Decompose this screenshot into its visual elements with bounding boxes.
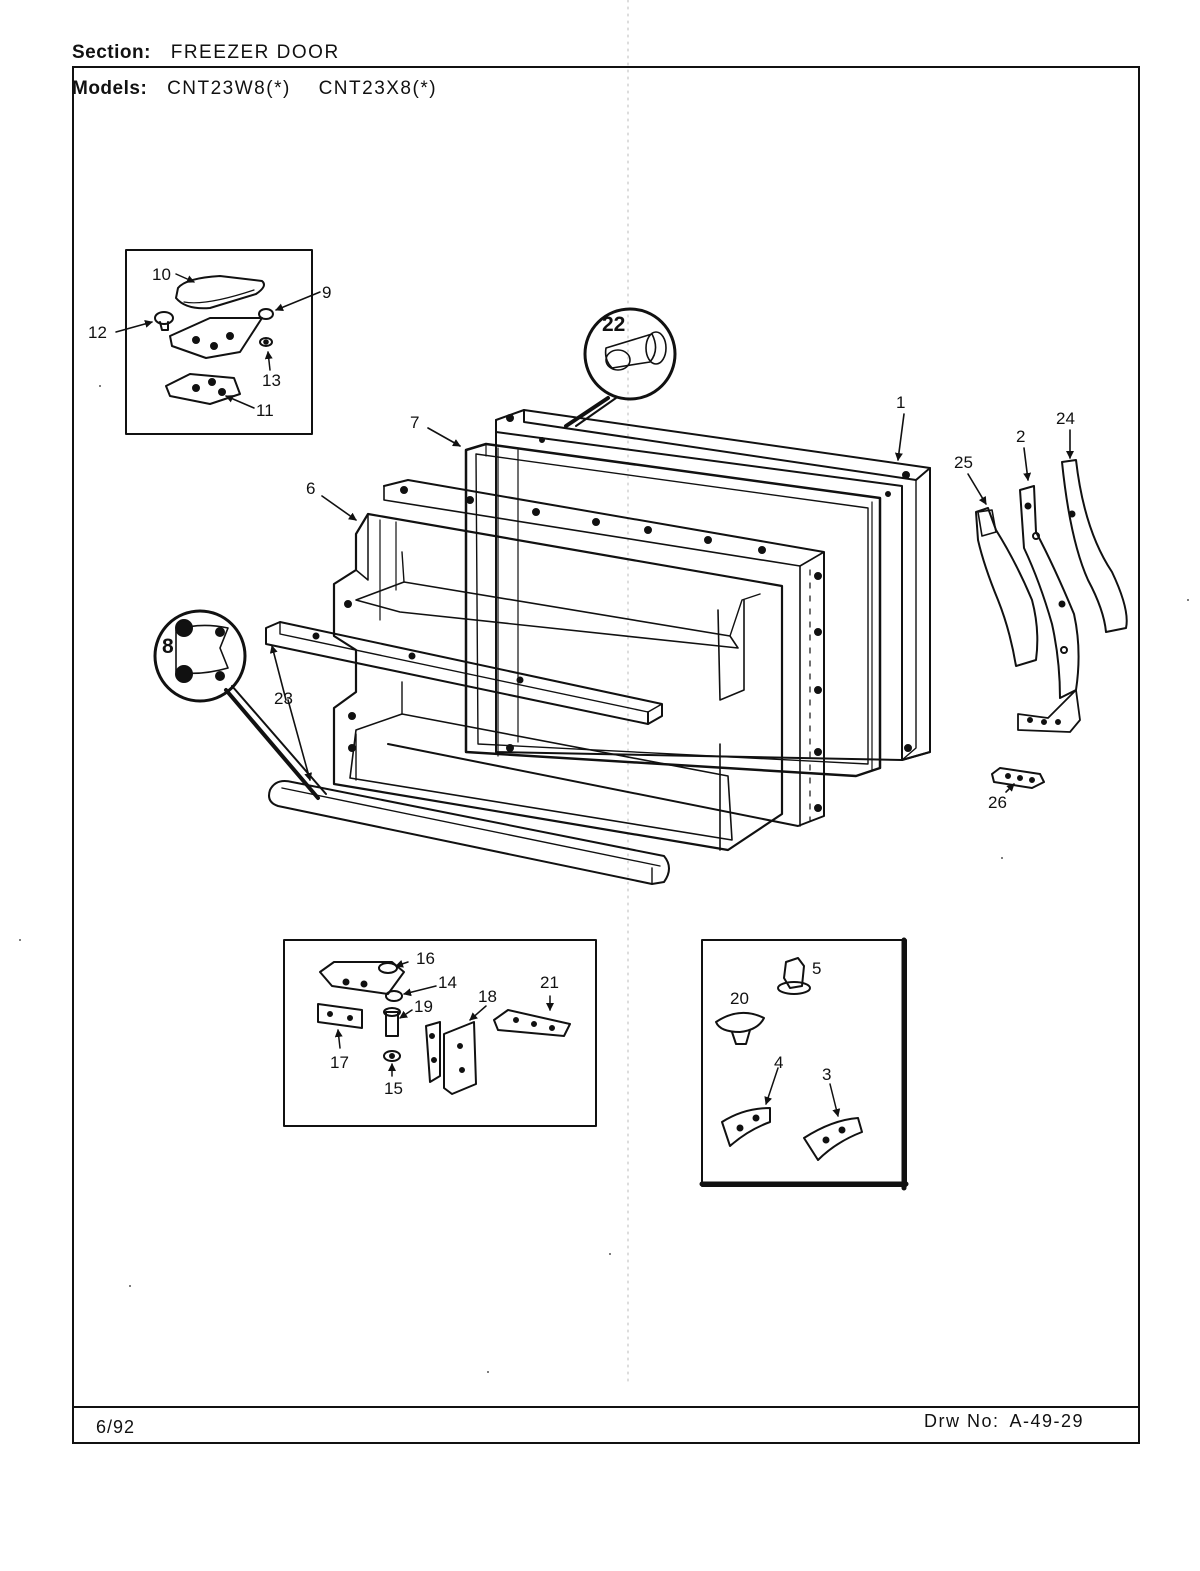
clip-part-4 (721, 1107, 771, 1147)
stud-part-5 (783, 957, 805, 989)
models-label: Models: (72, 78, 148, 99)
callout-12: 12 (88, 323, 107, 342)
washer-part-14 (385, 990, 403, 1002)
callout-8: 8 (162, 635, 174, 658)
drawing-number-label: Drw No: (924, 1411, 1000, 1431)
drawing-number-value: A-49-29 (1009, 1411, 1085, 1431)
inner-liner (332, 479, 825, 852)
door-shelf-bars (265, 621, 670, 885)
pin-part-9 (258, 308, 274, 320)
clip-part-3 (803, 1117, 863, 1161)
callout-26: 26 (988, 793, 1007, 812)
callout-3: 3 (822, 1065, 832, 1084)
washer-part-16 (378, 962, 398, 974)
callout-1: 1 (896, 393, 906, 412)
footer-divider (72, 1406, 1140, 1408)
shim-part-11 (165, 373, 241, 405)
callout-23: 23 (274, 689, 293, 708)
outer-door-panel (495, 409, 931, 761)
section-header: Section: FREEZER DOOR (72, 42, 340, 64)
inset-fasteners (699, 937, 909, 1191)
callout-24: 24 (1056, 409, 1075, 428)
washer-part-13 (259, 337, 273, 347)
callout-20: 20 (730, 989, 749, 1008)
detail-callout-22 (564, 307, 677, 428)
models-header: Models: CNT23W8(*) CNT23X8(*) (72, 78, 437, 100)
inset-hinge-parts (283, 939, 597, 1127)
hinge-part-18b (443, 1021, 477, 1095)
callout-6: 6 (306, 479, 316, 498)
callout-18: 18 (478, 987, 497, 1006)
cap-part-12 (154, 311, 174, 325)
section-value: FREEZER DOOR (170, 42, 340, 63)
date-code: 6/92 (96, 1417, 136, 1437)
hinge-cover-part-10 (175, 275, 265, 310)
hinge-bracket-part (319, 961, 405, 995)
model-2: CNT23X8(*) (318, 78, 438, 99)
washer-part-15 (383, 1050, 401, 1062)
hinge-part-18a (425, 1021, 441, 1083)
callout-15: 15 (384, 1079, 403, 1098)
drawing-number: Drw No: A-49-29 (924, 1411, 1084, 1432)
handle-trim-part-24 (1061, 459, 1128, 633)
callout-17: 17 (330, 1053, 349, 1072)
shim-part-17 (317, 1003, 363, 1029)
callout-14: 14 (438, 973, 457, 992)
model-1: CNT23W8(*) (167, 78, 291, 99)
pin-part-19 (385, 1011, 399, 1037)
callout-19: 19 (414, 997, 433, 1016)
bracket-part-21 (493, 1009, 571, 1037)
callout-13: 13 (262, 371, 281, 390)
plug-part-20 (715, 1011, 765, 1033)
callout-25: 25 (954, 453, 973, 472)
drawing-frame (72, 66, 1140, 1444)
hinge-plate-part (169, 317, 263, 359)
inset-hinge-cap (115, 249, 321, 435)
callout-7: 7 (410, 413, 420, 432)
callout-9: 9 (322, 283, 332, 302)
callout-10: 10 (152, 265, 171, 284)
section-label: Section: (72, 42, 151, 63)
callout-16: 16 (416, 949, 435, 968)
door-handle-parts (975, 459, 1128, 789)
callout-21: 21 (540, 973, 559, 992)
shim-part-26 (991, 767, 1045, 789)
callout-22: 22 (602, 313, 626, 336)
leader-arrows (269, 413, 1074, 793)
callout-11: 11 (256, 401, 274, 420)
detail-callout-8 (153, 609, 327, 800)
callout-5: 5 (812, 959, 822, 978)
door-gasket (464, 442, 882, 778)
callout-2: 2 (1016, 427, 1026, 446)
handle-end-part-25 (975, 507, 1039, 667)
callout-4: 4 (774, 1053, 784, 1072)
